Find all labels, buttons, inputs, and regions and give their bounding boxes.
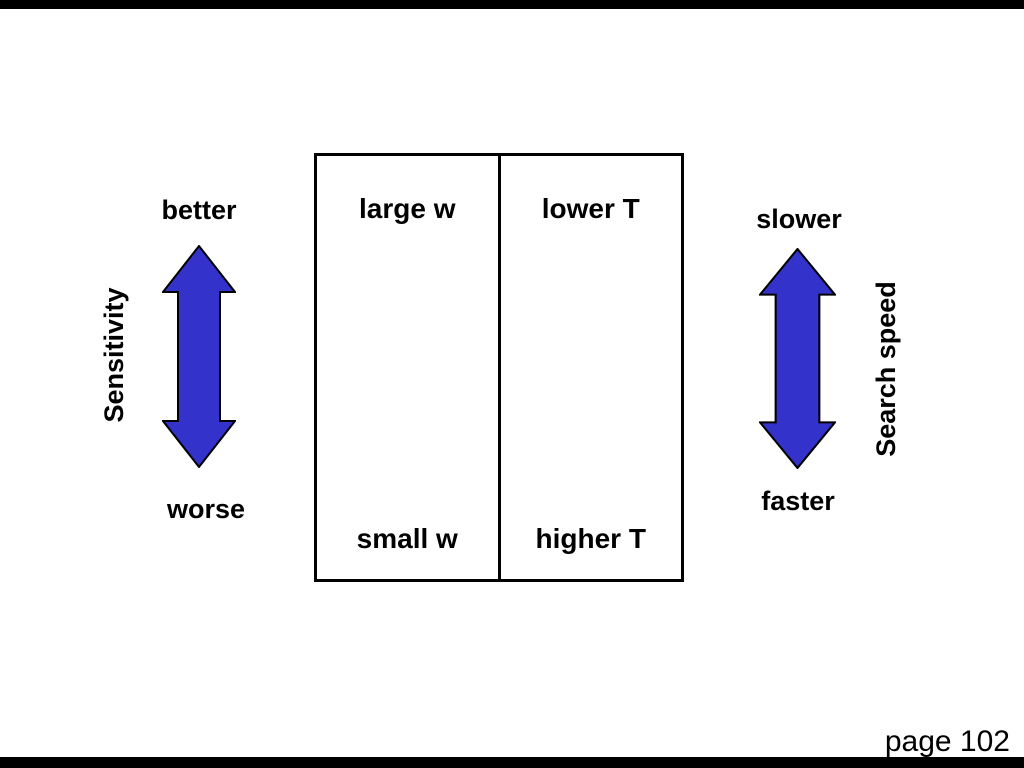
label-slower: slower <box>756 204 842 234</box>
label-better: better <box>161 195 237 225</box>
search-speed-axis-title: Search speed <box>871 281 901 457</box>
top-edge-bar <box>0 0 1024 9</box>
sensitivity-double-arrow-icon <box>162 245 236 468</box>
double-arrow-shape <box>162 245 236 468</box>
comparison-table: large w small w lower T higher T <box>314 153 684 582</box>
search-speed-double-arrow-icon <box>759 248 836 469</box>
cell-small-w: small w <box>356 522 458 554</box>
table-column-threshold: lower T higher T <box>501 156 682 579</box>
sensitivity-axis-title: Sensitivity <box>99 287 129 423</box>
label-faster: faster <box>761 486 835 516</box>
bottom-edge-bar <box>0 757 1024 768</box>
cell-large-w: large w <box>359 193 456 224</box>
page-number: page 102 <box>884 725 1010 758</box>
label-worse: worse <box>166 494 246 524</box>
table-column-window-size: large w small w <box>317 156 498 579</box>
cell-higher-t: higher T <box>535 522 646 554</box>
double-arrow-shape <box>759 248 836 469</box>
column-divider <box>497 156 501 579</box>
cell-lower-t: lower T <box>541 193 640 224</box>
